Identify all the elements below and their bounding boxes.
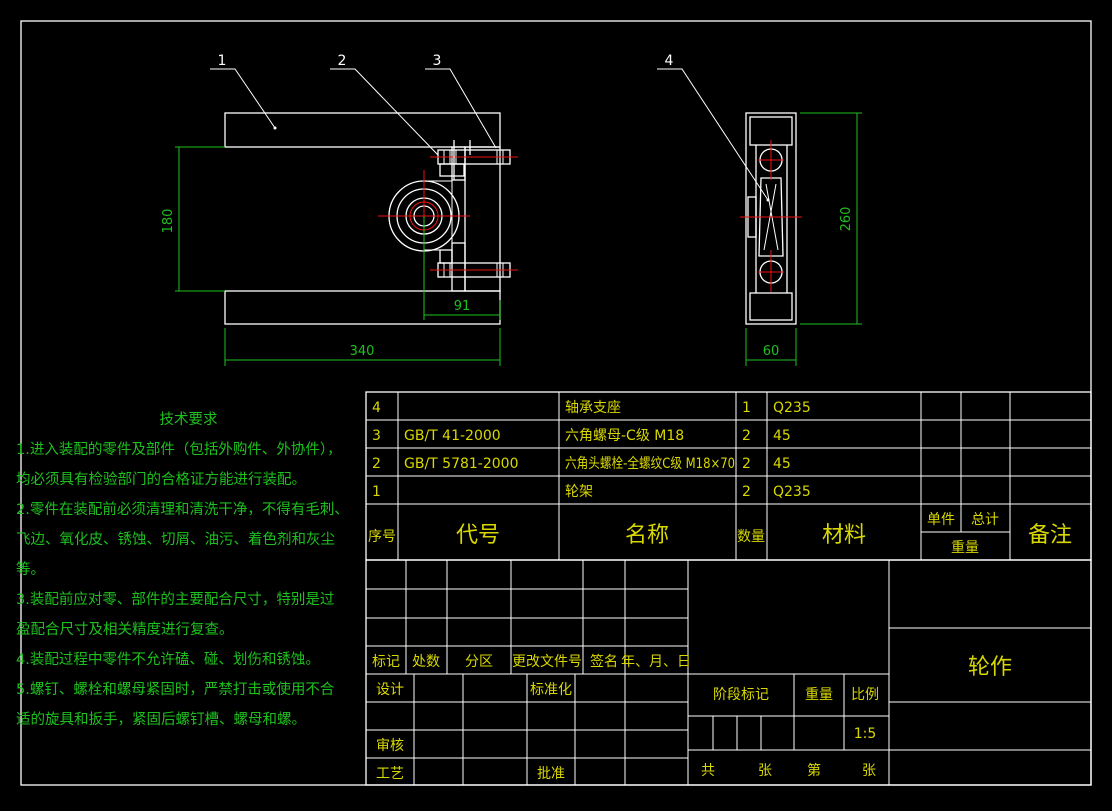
dim-180-lines [175, 146, 225, 292]
dim-260-lines [800, 112, 862, 325]
side-view [740, 112, 802, 325]
bom-header-total: 总计 [971, 512, 999, 528]
rev-header-sign: 签名 [590, 653, 618, 670]
balloon-2: 2 [338, 53, 347, 69]
drawing-title: 轮作 [968, 655, 1012, 680]
nut-lower [439, 249, 453, 264]
rev-header-count: 处数 [412, 654, 440, 670]
label-stage: 阶段标记 [713, 687, 769, 703]
bom-row-code: GB/T 41-2000 [404, 428, 501, 444]
tech-title: 技术要求 [159, 412, 218, 428]
bom-row-qty: 2 [742, 456, 751, 472]
label-sheet2: 张 [862, 763, 876, 779]
bom-table: 4 轴承支座 1 Q235 3 GB/T 41-2000 六角螺母-C级 M18… [365, 391, 1092, 561]
rev-header-zone: 分区 [465, 654, 493, 670]
bom-row-material: 45 [773, 428, 791, 444]
leader-1 [210, 68, 276, 129]
leader-4 [657, 68, 769, 201]
bom-row-material: Q235 [773, 400, 811, 416]
bom-header-no: 序号 [368, 529, 396, 545]
dim-180-text: 180 [161, 209, 176, 234]
bom-row-name: 轴承支座 [565, 400, 621, 416]
dim-260-text: 260 [839, 207, 854, 232]
rev-header-mark: 标记 [372, 654, 400, 670]
bom-row-name: 六角螺母-C级 M18 [565, 428, 684, 444]
bom-header-name: 名称 [625, 523, 669, 548]
tech-line: 适的旋具和扳手，紧固后螺钉槽、螺母和螺。 [16, 712, 306, 728]
bom-row-qty: 1 [742, 400, 751, 416]
side-centerlines [740, 140, 802, 292]
tech-line: 均必须具有检验部门的合格证方能进行装配。 [16, 472, 306, 488]
tech-line: 3.装配前应对零、部件的主要配合尺寸，特别是过 [16, 592, 335, 608]
dim-91-text: 91 [454, 299, 471, 314]
bom-row-material: 45 [773, 456, 791, 472]
side-wheel [758, 177, 784, 257]
side-outline [745, 112, 797, 325]
dimensions: 180 340 91 260 60 [161, 112, 862, 366]
tech-line: 4.装配过程中零件不允许磕、碰、划伤和锈蚀。 [16, 652, 320, 668]
label-total: 共 [701, 763, 715, 779]
dim-60-lines [745, 328, 797, 366]
bom-row-no: 4 [372, 400, 381, 416]
tech-line: 等。 [16, 562, 45, 578]
label-weight: 重量 [805, 687, 833, 703]
bom-row-no: 3 [372, 428, 381, 444]
bom-row-name: 六角头螺栓-全螺纹C级 M18×70 [565, 455, 735, 472]
bom-row-no: 1 [372, 484, 381, 500]
scale-value: 1:5 [854, 726, 877, 742]
tech-line: 1.进入装配的零件及部件（包括外购件、外协件）， [16, 442, 342, 458]
bom-header-unit: 单件 [927, 512, 955, 528]
label-approve: 批准 [537, 766, 565, 782]
balloon-4: 4 [665, 53, 674, 69]
vertical-plate [464, 146, 501, 292]
dim-340-lines [224, 328, 501, 366]
dim-60-text: 60 [763, 344, 780, 359]
bom-row-qty: 2 [742, 484, 751, 500]
bom-row-qty: 2 [742, 428, 751, 444]
title-block: 标记 处数 分区 更改文件号 签名 年、月、日 设计 标准化 审核 工艺 批准 … [365, 559, 1092, 786]
rev-header-date: 年、月、日 [621, 654, 691, 670]
bom-header-material: 材料 [822, 523, 866, 548]
bom-header-weight: 重量 [951, 540, 979, 556]
front-centerlines [378, 156, 518, 271]
label-design: 设计 [376, 682, 404, 698]
leaders: 1 2 3 4 [210, 53, 770, 202]
label-sheet: 张 [758, 763, 772, 779]
support-lower [451, 242, 466, 292]
bom-header-remark: 备注 [1028, 523, 1072, 548]
leader-3 [425, 68, 497, 149]
leader-2 [330, 68, 439, 156]
bom-row-material: Q235 [773, 484, 811, 500]
balloon-3: 3 [433, 53, 442, 69]
bom-row-name: 轮架 [565, 484, 593, 500]
bom-row-code: GB/T 5781-2000 [404, 456, 518, 472]
label-process: 工艺 [376, 766, 404, 782]
label-no: 第 [807, 762, 821, 779]
nut-upper [439, 163, 465, 177]
technical-requirements: 技术要求 1.进入装配的零件及部件（包括外购件、外协件）， 均必须具有检验部门的… [16, 405, 361, 735]
label-review: 审核 [376, 738, 404, 754]
tech-line: 盈配合尺寸及相关精度进行复查。 [16, 622, 234, 638]
tech-line: 飞边、氧化皮、锈蚀、切屑、油污、着色剂和灰尘 [16, 532, 335, 548]
side-bottom-block [749, 292, 793, 321]
balloon-1: 1 [218, 53, 227, 69]
dim-340-text: 340 [350, 344, 375, 359]
bom-header-qty: 数量 [737, 529, 765, 545]
dim-91-lines [423, 216, 501, 320]
bom-header-code: 代号 [456, 523, 500, 548]
label-scale: 比例 [851, 687, 879, 703]
front-view [224, 112, 518, 325]
tech-line: 2.零件在装配前必须清理和清洗干净，不得有毛刺、 [16, 502, 349, 518]
bolt-head-lines [453, 140, 471, 180]
label-standard: 标准化 [530, 682, 572, 698]
rev-header-doc: 更改文件号 [512, 654, 582, 670]
top-rail [224, 112, 501, 148]
bom-row-no: 2 [372, 456, 381, 472]
tech-line: 5.螺钉、螺栓和螺母紧固时，严禁打击或使用不合 [16, 682, 335, 698]
